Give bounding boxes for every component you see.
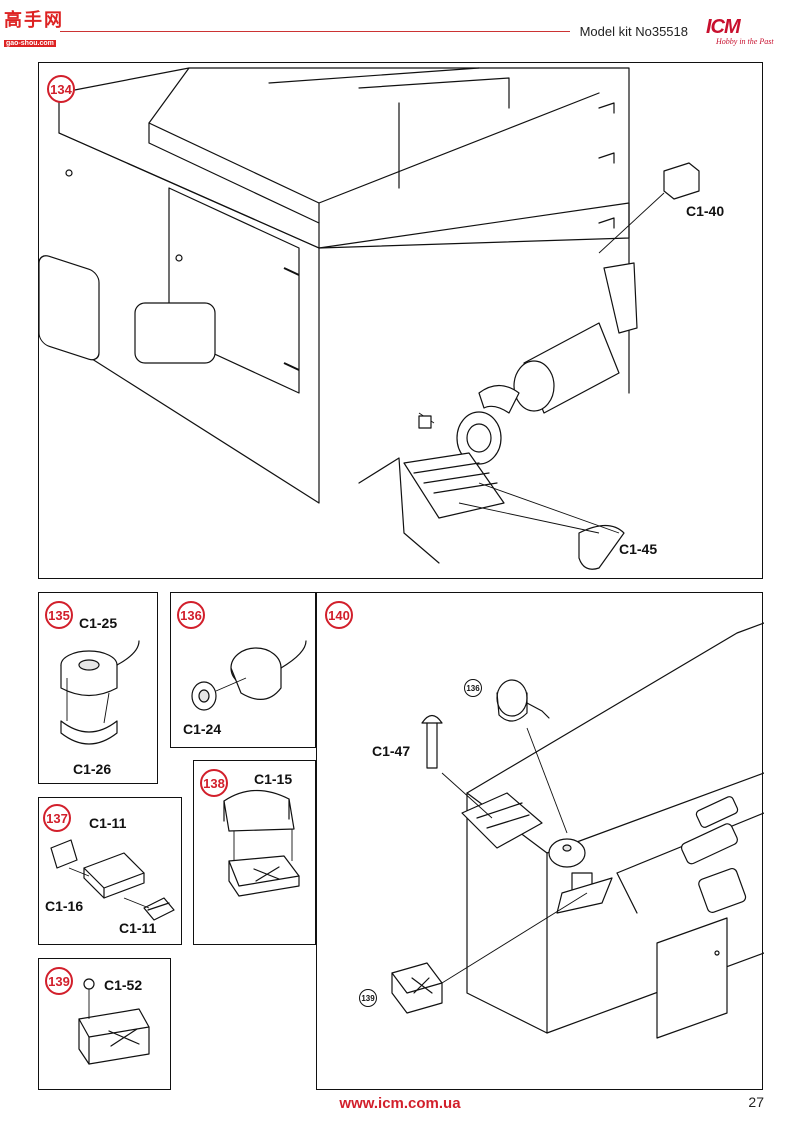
step-136-drawing <box>191 640 307 711</box>
part-label-c1-47: C1-47 <box>372 743 411 759</box>
reference-step-139: 139 <box>359 989 377 1007</box>
watermark-logo: 高手网 gao-shou.com <box>4 6 74 47</box>
step-140-drawing <box>391 622 764 1039</box>
step-number-137: 137 <box>43 804 71 832</box>
icm-logo: ICM Hobby in the Past <box>706 16 776 56</box>
part-label-c1-52: C1-52 <box>104 977 143 993</box>
brand-name: ICM <box>706 16 741 38</box>
part-label-c1-16: C1-16 <box>45 898 84 914</box>
part-label-c1-40: C1-40 <box>686 203 725 219</box>
step-number-136: 136 <box>177 601 205 629</box>
step-number-138: 138 <box>200 769 228 797</box>
watermark-url: gao-shou.com <box>4 40 56 47</box>
step-number-134: 134 <box>47 75 75 103</box>
step-number-139: 139 <box>45 967 73 995</box>
part-label-c1-24: C1-24 <box>183 721 222 737</box>
footer-website: www.icm.com.ua <box>339 1095 461 1112</box>
step-135-drawing <box>60 640 140 745</box>
part-label-c1-11-top: C1-11 <box>89 815 127 831</box>
brand-tagline: Hobby in the Past <box>716 37 774 46</box>
model-kit-title: Model kit No35518 <box>579 24 688 39</box>
reference-step-136: 136 <box>464 679 482 697</box>
panel-step-139: 139 C1-52 <box>38 958 171 1090</box>
step-139-drawing <box>78 978 150 1065</box>
part-label-c1-26: C1-26 <box>73 761 112 777</box>
part-label-c1-25: C1-25 <box>79 615 118 631</box>
step-137-drawing <box>50 839 175 921</box>
part-label-c1-15: C1-15 <box>254 771 293 787</box>
page-number: 27 <box>748 1094 764 1110</box>
panel-step-140: 140 C1-47 136 139 <box>316 592 764 1090</box>
watermark-text: 高手网 <box>4 10 64 31</box>
part-label-c1-45: C1-45 <box>619 541 658 557</box>
step-134-drawing <box>39 67 700 570</box>
panel-step-137: 137 C1-11 C1-16 C1-11 <box>38 797 182 945</box>
panel-step-134: 134 C1-40 C1-45 <box>38 62 763 579</box>
part-label-c1-11-bottom: C1-11 <box>119 920 157 936</box>
panel-step-136: 136 C1-24 <box>170 592 316 748</box>
step-number-135: 135 <box>45 601 73 629</box>
panel-step-138: 138 C1-15 <box>193 760 316 945</box>
step-138-drawing <box>223 789 300 897</box>
panel-step-135: 135 C1-25 C1-26 <box>38 592 158 784</box>
header-rule <box>60 31 570 32</box>
step-number-140: 140 <box>325 601 353 629</box>
